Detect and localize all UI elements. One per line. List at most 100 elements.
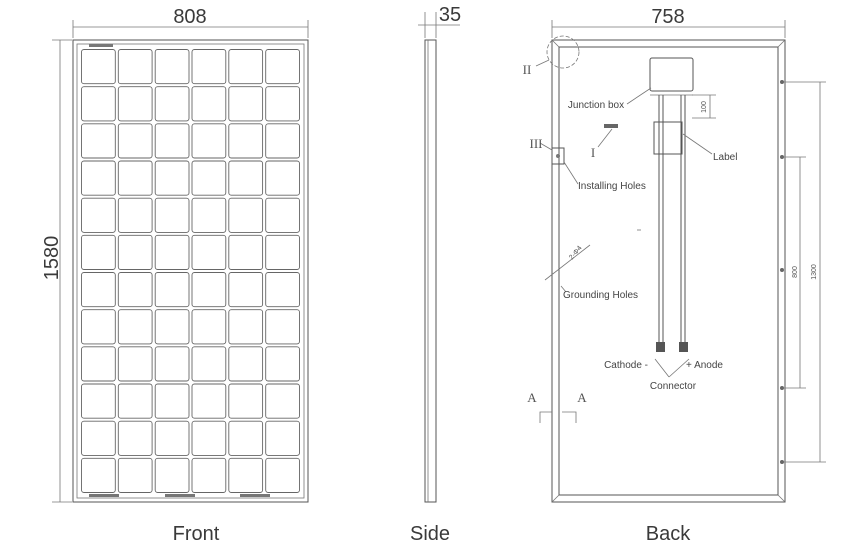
solar-cell [191,234,227,270]
mounting-hole [780,155,784,159]
back-caption: Back [646,523,691,545]
back-inner-frame [558,46,779,496]
solar-cell [81,49,116,85]
solar-cell [265,234,300,270]
label-callout: Label [713,152,737,163]
solar-cell [191,346,227,382]
solar-cell [154,272,190,308]
solar-cell [81,234,116,270]
solar-cell [81,309,116,345]
front-width-label: 808 [173,6,206,28]
solar-cell [81,160,116,196]
solar-cell [81,420,116,456]
connector-label: Connector [650,381,697,392]
mounting-hole [780,460,784,464]
solar-cell [117,160,153,196]
installing-hole-bracket [551,147,565,165]
solar-cell [265,49,300,85]
mounting-hole [780,386,784,390]
side-caption: Side [410,523,450,545]
solar-cell [228,160,264,196]
solar-cell [117,420,153,456]
solar-cell [154,123,190,159]
solar-cell [154,49,190,85]
cathode-connector [656,342,665,352]
solar-cell [191,420,227,456]
solar-cell [117,86,153,122]
grounding-holes-label: Grounding Holes [563,290,638,301]
detail-ii-label: II [523,62,532,77]
solar-cell [265,309,300,345]
solar-cell [191,383,227,419]
solar-cell [265,86,300,122]
solar-cell [117,346,153,382]
solar-cell [228,86,264,122]
front-view: 808 1580 Front [41,6,309,545]
solar-cell [228,457,264,493]
dim-100-label: 100 [701,101,708,113]
solar-cell [191,197,227,233]
installing-hole [556,154,560,158]
solar-cell [154,86,190,122]
dim-1300-label: 1300 [811,264,818,280]
solar-cell [265,457,300,493]
detail-ii-circle [546,35,580,69]
solar-cell [154,457,190,493]
bus-bar [89,44,113,47]
solar-cell [191,309,227,345]
solar-cell [117,234,153,270]
installing-holes-label: Installing Holes [578,181,646,192]
solar-cell [191,457,227,493]
solar-cell [228,346,264,382]
cell-grid [81,49,300,493]
bus-bar [89,494,119,497]
solar-cell [117,49,153,85]
junction-box-label: Junction box [568,100,624,111]
solar-cell [154,309,190,345]
solar-cell [117,457,153,493]
back-outer-frame [551,39,786,503]
solar-cell [265,420,300,456]
solar-cell [265,383,300,419]
side-thickness-label: 35 [439,4,461,26]
solar-cell [265,272,300,308]
solar-cell [81,197,116,233]
anode-connector [679,342,688,352]
solar-cell [117,123,153,159]
front-frame [72,39,309,503]
solar-cell [154,160,190,196]
solar-cell [81,346,116,382]
detail-iii-label: III [530,136,543,151]
solar-cell [228,234,264,270]
solar-cell [228,272,264,308]
cathode-label: Cathode - [604,360,648,371]
solar-cell [228,420,264,456]
detail-i-marker [604,124,618,128]
solar-cell [154,197,190,233]
back-width-label: 758 [651,6,684,28]
grounding-leader [544,244,591,281]
solar-cell [117,272,153,308]
bus-bar [165,494,195,497]
solar-cell [81,272,116,308]
solar-cell [191,49,227,85]
bus-bar [240,494,270,497]
anode-label: + Anode [686,360,723,371]
solar-cell [265,123,300,159]
section-a-right-label: A [577,390,587,405]
mounting-hole [780,80,784,84]
solar-cell [117,383,153,419]
solar-cell [81,383,116,419]
solar-cell [265,160,300,196]
solar-cell [191,86,227,122]
solar-cell [154,420,190,456]
solar-cell [81,86,116,122]
solar-cell [191,160,227,196]
back-view: 758 II Junction box 100 Label [523,6,826,545]
solar-cell [154,383,190,419]
solar-cell [117,309,153,345]
side-profile [424,39,437,503]
solar-cell [154,346,190,382]
front-inner-frame [76,43,305,499]
